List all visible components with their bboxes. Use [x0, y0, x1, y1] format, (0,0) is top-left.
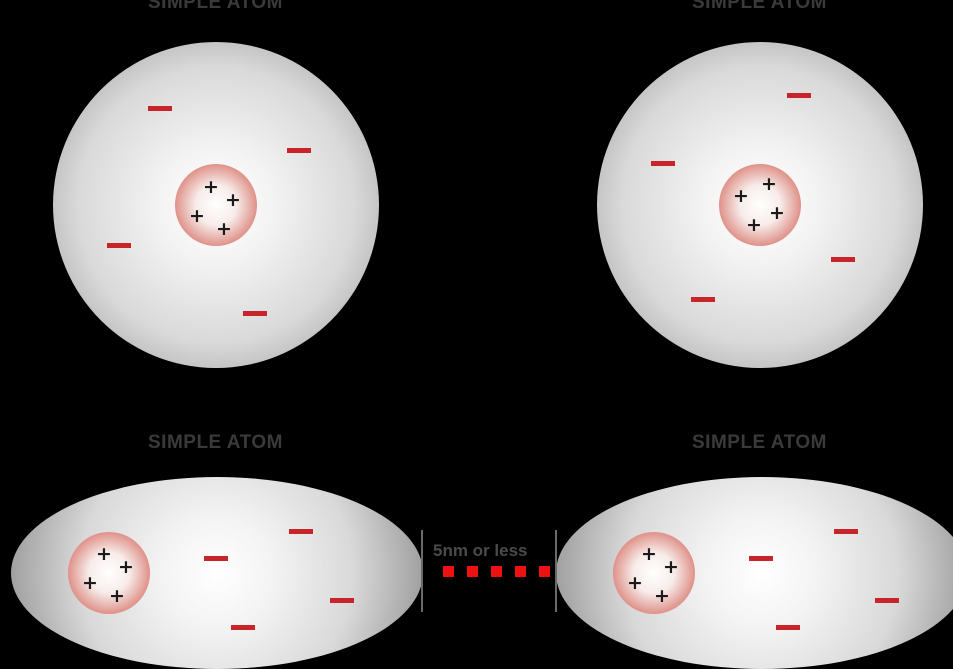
gap-dot-1 — [443, 566, 454, 577]
proton-bottom-left-4: + — [109, 585, 125, 607]
proton-bottom-right-1: + — [641, 543, 657, 565]
proton-bottom-left-2: + — [118, 556, 134, 578]
electron-top-left-1 — [148, 106, 172, 111]
atom-label-top-right: SIMPLE ATOM — [692, 0, 827, 13]
proton-bottom-right-2: + — [663, 556, 679, 578]
electron-bottom-left-2 — [204, 556, 228, 561]
proton-top-left-2: + — [225, 189, 241, 211]
electron-top-left-3 — [107, 243, 131, 248]
electron-top-right-2 — [651, 161, 675, 166]
electron-top-right-4 — [691, 297, 715, 302]
nucleus-bottom-left — [68, 532, 150, 614]
proton-bottom-right-4: + — [654, 585, 670, 607]
electron-bottom-right-3 — [875, 598, 899, 603]
electron-top-right-1 — [787, 93, 811, 98]
gap-dot-5 — [539, 566, 550, 577]
electron-top-left-4 — [243, 311, 267, 316]
proton-bottom-right-3: + — [627, 572, 643, 594]
proton-bottom-left-1: + — [96, 543, 112, 565]
atom-label-bottom-right: SIMPLE ATOM — [692, 432, 827, 453]
electron-bottom-right-1 — [834, 529, 858, 534]
proton-top-right-1: + — [761, 173, 777, 195]
gap-dot-3 — [491, 566, 502, 577]
electron-bottom-left-4 — [231, 625, 255, 630]
electron-bottom-right-4 — [776, 625, 800, 630]
electron-top-left-2 — [287, 148, 311, 153]
atom-label-bottom-left: SIMPLE ATOM — [148, 432, 283, 453]
gap-dot-4 — [515, 566, 526, 577]
nucleus-top-right — [719, 164, 801, 246]
nucleus-bottom-right — [613, 532, 695, 614]
proton-top-right-2: + — [733, 185, 749, 207]
proton-top-left-1: + — [203, 176, 219, 198]
electron-bottom-left-3 — [330, 598, 354, 603]
proton-top-right-4: + — [746, 214, 762, 236]
proton-bottom-left-3: + — [82, 572, 98, 594]
nucleus-top-left — [175, 164, 257, 246]
electron-bottom-right-2 — [749, 556, 773, 561]
gap-caption: 5nm or less — [433, 541, 528, 560]
gap-dot-2 — [467, 566, 478, 577]
electron-bottom-left-1 — [289, 529, 313, 534]
gap-tick-left — [421, 530, 423, 612]
electron-top-right-3 — [831, 257, 855, 262]
atom-label-top-left: SIMPLE ATOM — [148, 0, 283, 13]
proton-top-left-4: + — [216, 218, 232, 240]
proton-top-right-3: + — [769, 202, 785, 224]
gap-tick-right — [555, 530, 557, 612]
proton-top-left-3: + — [189, 205, 205, 227]
